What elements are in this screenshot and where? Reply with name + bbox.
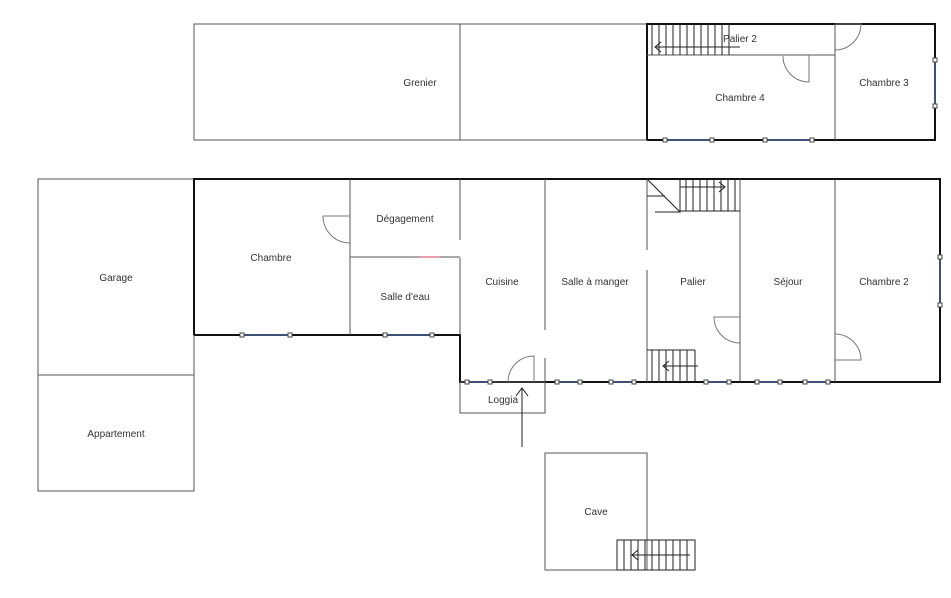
ground-floor: Garage Appartement Chambre Dégagement Sa… (37, 178, 943, 492)
room-label-cave: Cave (584, 507, 608, 518)
room-label-chambre: Chambre (250, 253, 292, 264)
staircase-icon (651, 24, 740, 55)
door-icon (322, 215, 351, 244)
room-label-chambre-2: Chambre 2 (859, 277, 909, 288)
upper-floor: Grenier Palier 2 Chambre 4 Chambre 3 (193, 23, 938, 143)
loggia-room[interactable] (459, 381, 546, 414)
door-icon (834, 333, 862, 361)
room-label-chambre-4: Chambre 4 (715, 93, 765, 104)
room-label-appartement: Appartement (87, 429, 144, 440)
room-label-salle-a-manger: Salle à manger (561, 277, 629, 288)
room-label-cuisine: Cuisine (485, 277, 519, 288)
staircase-icon (646, 178, 740, 214)
staircase-icon (647, 349, 698, 382)
room-label-sejour: Séjour (774, 277, 804, 288)
window-icon (239, 254, 943, 385)
door-icon (507, 355, 535, 383)
room-label-palier: Palier (680, 277, 706, 288)
door-icon (834, 23, 862, 51)
cave-room[interactable] (544, 452, 648, 571)
room-label-garage: Garage (99, 273, 133, 284)
basement: Cave (544, 452, 696, 571)
door-icon (782, 55, 810, 83)
appartement-room[interactable] (37, 374, 195, 492)
entrance-arrow-icon (515, 387, 529, 447)
room-label-degagement: Dégagement (376, 214, 433, 225)
room-label-salle-d-eau: Salle d'eau (380, 292, 429, 303)
window-icon (662, 57, 938, 143)
room-label-chambre-3: Chambre 3 (859, 78, 909, 89)
door-icon (713, 316, 741, 344)
room-label-loggia: Loggia (488, 395, 518, 406)
room-label-grenier: Grenier (403, 78, 437, 89)
staircase-icon (616, 539, 696, 571)
room-label-palier-2: Palier 2 (723, 34, 757, 45)
